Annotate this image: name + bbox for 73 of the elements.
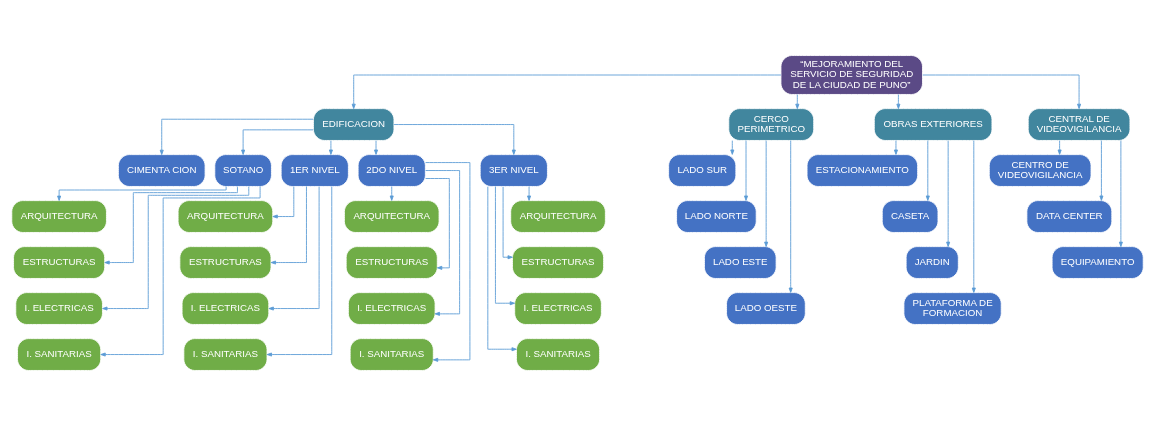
arrow [425, 161, 471, 362]
node-box: LADO SUR [668, 153, 737, 187]
node-box: PLATAFORMA DE FORMACION [903, 291, 1002, 325]
node-box: CERCO PERIMETRICO [728, 107, 815, 141]
node-box: I. SANITARIAS [17, 337, 102, 371]
node-box: I. ELECTRICAS [514, 291, 602, 325]
arrow [328, 139, 333, 155]
arrow [744, 139, 748, 201]
node-box: OBRAS EXTERIORES [873, 107, 993, 141]
arrow [788, 139, 793, 293]
arrow [100, 185, 261, 357]
arrow [487, 185, 517, 351]
arrow [730, 139, 735, 155]
arrow [57, 185, 227, 201]
node-box: ARQUITECTURA [11, 199, 107, 233]
arrow [893, 139, 898, 155]
arrow [102, 185, 250, 311]
arrow [922, 74, 1082, 109]
node-box: CIMENTA CION [117, 153, 206, 187]
arrow [389, 185, 394, 201]
arrow [795, 93, 800, 109]
arrow [425, 169, 461, 316]
arrow [425, 177, 450, 270]
node-box: CENTRO DE VIDEOVIGILANCIA [988, 153, 1092, 187]
node-box: 3ER NIVEL [479, 153, 548, 187]
node-box: CASETA [881, 199, 939, 233]
node-box: ARQUITECTURA [510, 199, 606, 233]
arrow [351, 74, 782, 109]
node-box: CENTRAL DE VIDEOVIGILANCIA [1027, 107, 1131, 141]
arrow [393, 123, 516, 155]
node-box: LADO ESTE [704, 245, 777, 279]
arrow [104, 185, 238, 265]
node-box: I. ELECTRICAS [15, 291, 103, 325]
arrow [159, 118, 314, 155]
node-box: I. SANITARIAS [183, 337, 268, 371]
node-box: ESTRUCTURAS [345, 245, 438, 279]
arrow [1057, 139, 1062, 155]
arrow [266, 185, 333, 357]
node-box: 1ER NIVEL [280, 153, 349, 187]
arrow [1118, 139, 1123, 247]
node-box: EDIFICACION [313, 107, 395, 141]
node-box: LADO OESTE [726, 291, 806, 325]
node-box: ARQUITECTURA [177, 199, 274, 233]
arrow [925, 139, 930, 201]
arrow [502, 185, 513, 259]
node-box: DATA CENTER [1026, 199, 1113, 233]
arrow [1099, 139, 1104, 201]
node-box: ARQUITECTURA [343, 199, 440, 233]
node-box: ESTRUCTURAS [179, 245, 272, 279]
node-box: I. SANITARIAS [349, 337, 434, 371]
arrow [270, 185, 307, 265]
node-box: SOTANO [214, 153, 272, 187]
node-box: I. SANITARIAS [516, 337, 601, 371]
node-box: ESTRUCTURAS [512, 245, 605, 279]
arrow [946, 139, 951, 247]
arrow [268, 185, 320, 311]
node-box: 2DO NIVEL [357, 153, 426, 187]
node-box: EQUIPAMIENTO [1051, 245, 1144, 279]
node-box: I. ELECTRICAS [347, 291, 436, 325]
arrow [527, 185, 532, 201]
arrow [971, 139, 976, 293]
arrow [374, 139, 378, 155]
node-box: JARDIN [905, 245, 959, 279]
node-box: LADO NORTE [676, 199, 757, 233]
arrow [495, 185, 515, 305]
arrow [241, 128, 314, 155]
arrow [272, 185, 295, 219]
arrow [764, 139, 769, 247]
node-box: ESTACIONAMIENTO [806, 153, 919, 187]
node-box: I. ELECTRICAS [181, 291, 270, 325]
arrow [896, 93, 901, 109]
node-box: ESTRUCTURAS [13, 245, 106, 279]
node-box: “MEJORAMIENTO DEL SERVICIO DE SEGURIDAD DE LA CIUDAD DE PUNO” [780, 54, 923, 95]
